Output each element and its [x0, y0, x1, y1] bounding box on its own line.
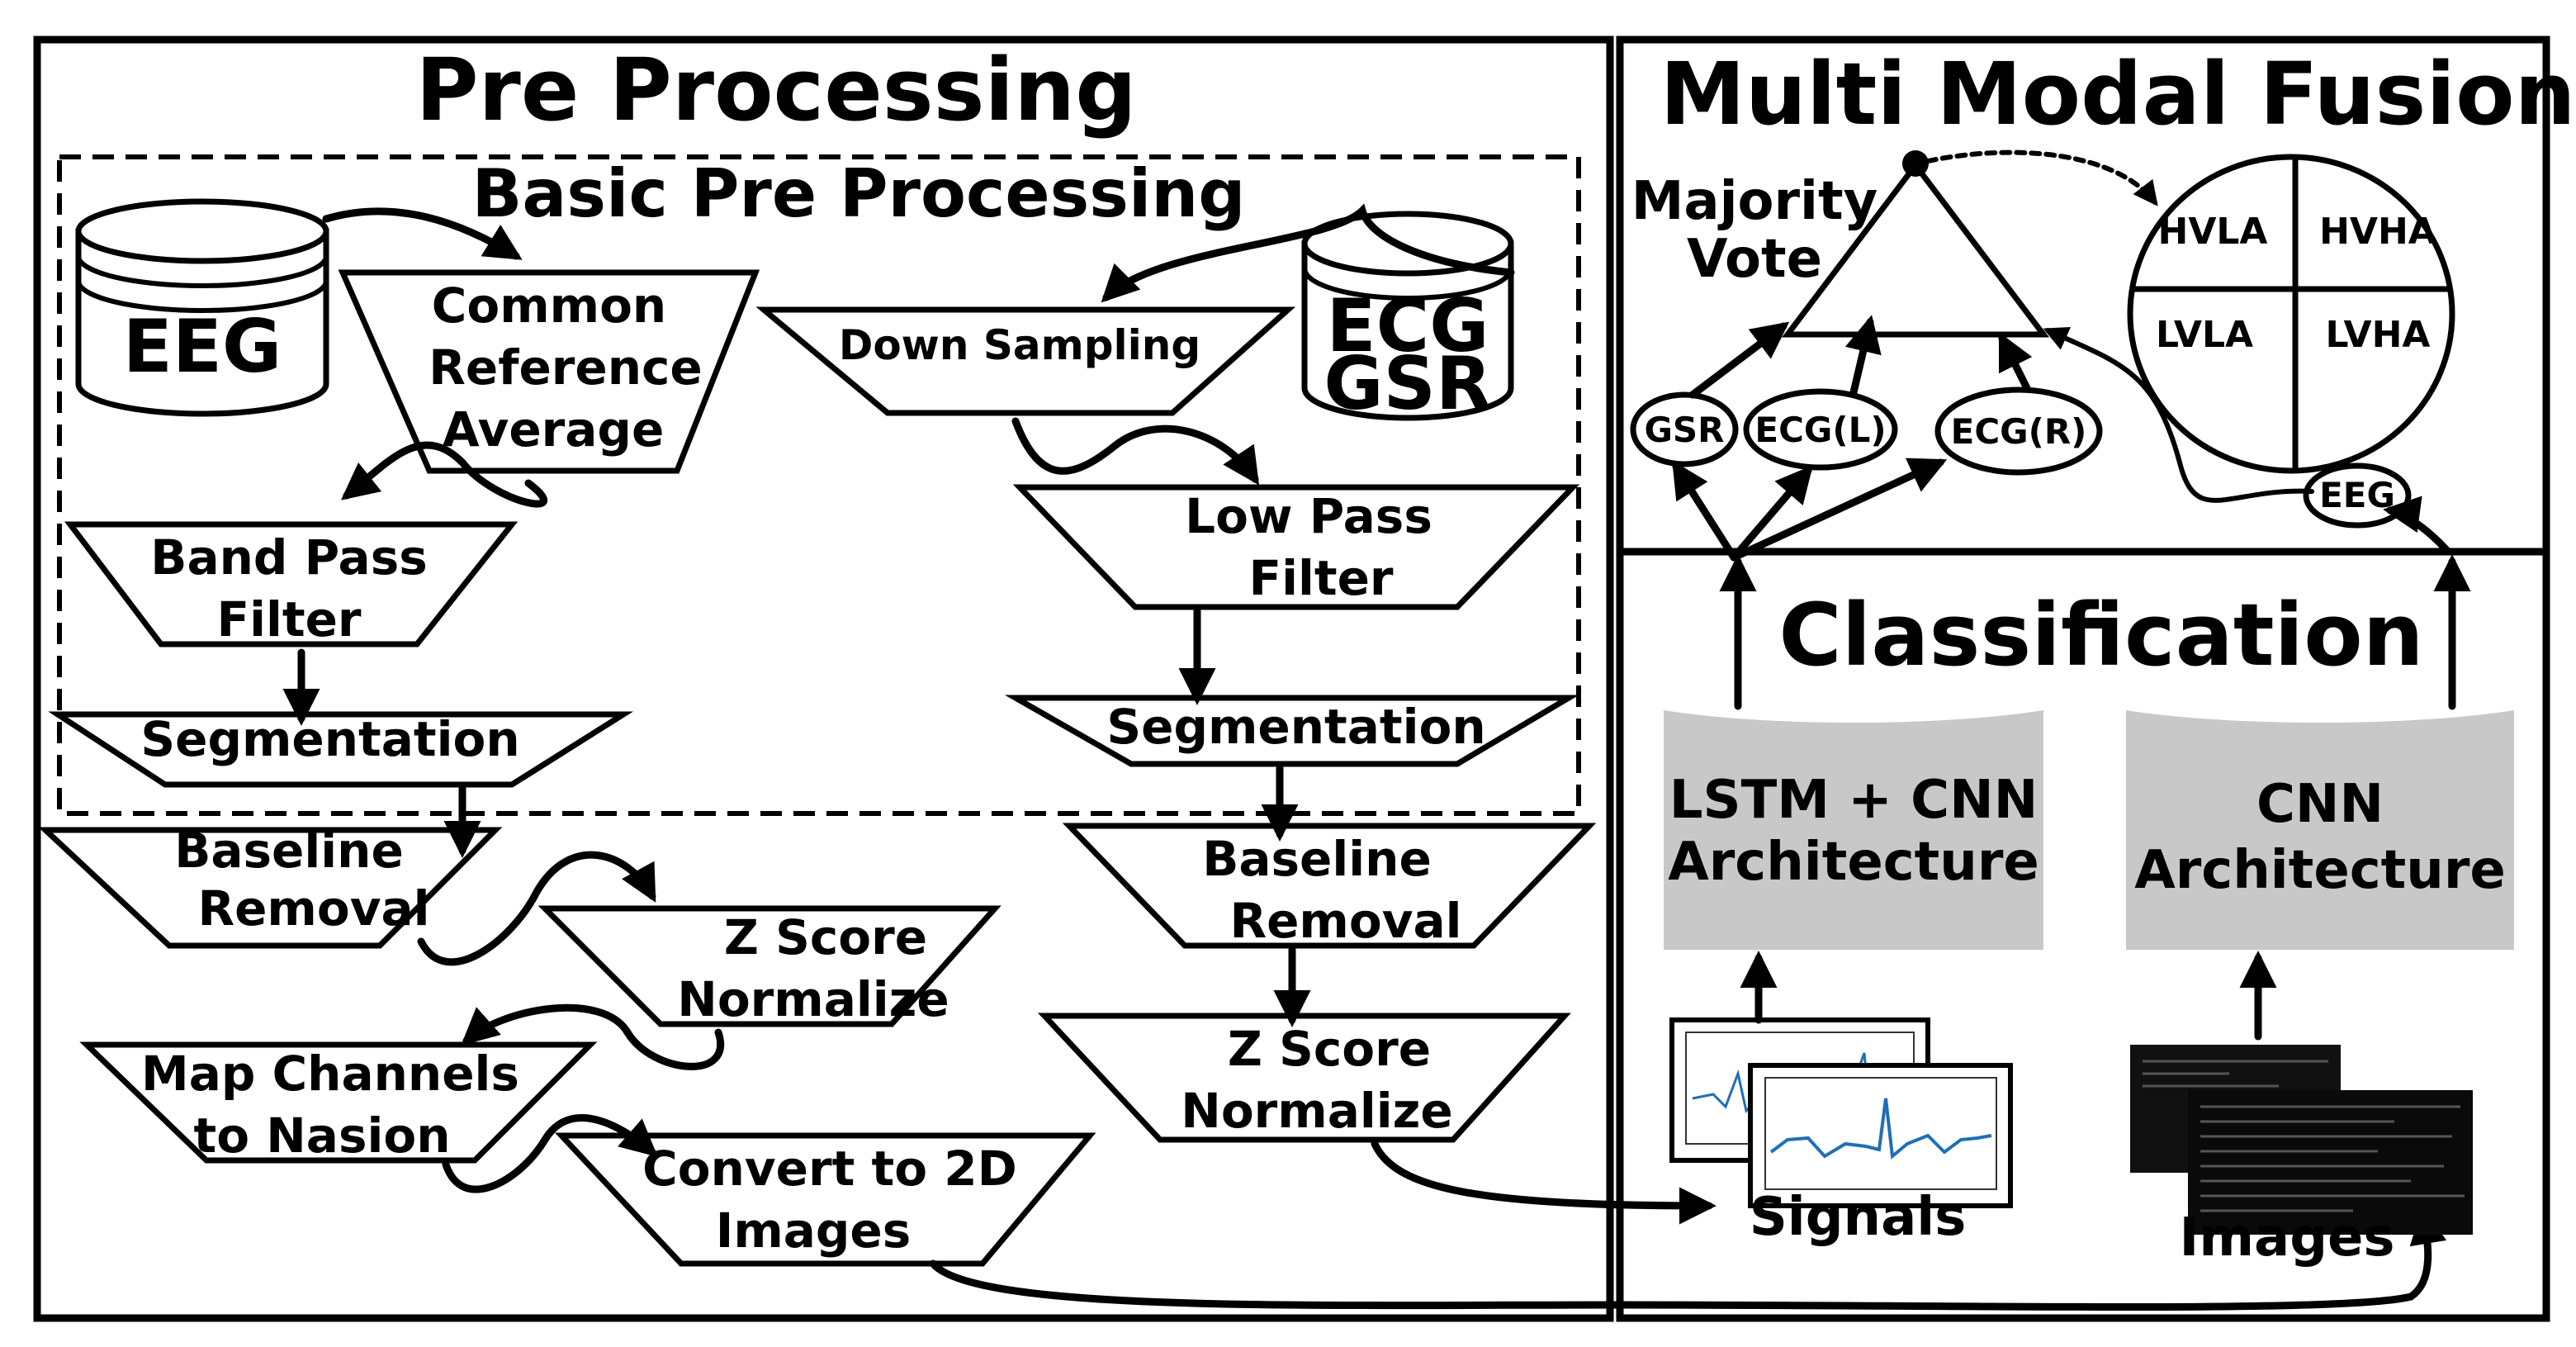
- ecg-right-to-vote-arrow: [1998, 331, 2033, 392]
- convert-to-2d-images-block: Convert to 2D Images: [554, 1132, 1096, 1267]
- eeg-database-label: EEG: [123, 304, 282, 389]
- zscore-to-signals-arrow: [1371, 1140, 1717, 1225]
- node-ecg-left: ECG(L): [1743, 388, 1898, 471]
- ecg-database-label: ECG: [1327, 283, 1489, 368]
- ecg-gsr-database-icon: ECG GSR: [1301, 211, 1514, 426]
- classification-title: Classification: [1778, 585, 2423, 685]
- svg-text:Removal: Removal: [197, 880, 429, 937]
- cnn-architecture-block: CNN Architecture: [2126, 710, 2514, 950]
- eeg-segmentation-block: Segmentation: [48, 711, 634, 788]
- ecg-to-downsampling-arrow: [1101, 203, 1515, 303]
- gsr-database-label: GSR: [1324, 341, 1491, 426]
- eeg-database-icon: EEG: [75, 198, 329, 417]
- svg-text:CNN: CNN: [2256, 774, 2384, 835]
- svg-text:Band Pass: Band Pass: [150, 529, 427, 586]
- svg-text:GSR: GSR: [1644, 410, 1724, 450]
- to-eeg-node-arrow: [2383, 496, 2452, 556]
- svg-text:Filter: Filter: [1248, 550, 1393, 606]
- quadrant-lvha: LVHA: [2326, 314, 2431, 356]
- to-gsr-arrow: [1672, 460, 1738, 562]
- down-sampling-block: Down Sampling: [755, 306, 1296, 416]
- svg-text:Z Score: Z Score: [724, 909, 927, 965]
- baseline-to-zscore-arrow: [417, 851, 656, 966]
- lstm-cnn-architecture-block: LSTM + CNN Architecture: [1664, 710, 2043, 950]
- ecg-left-to-vote-arrow: [1844, 315, 1882, 396]
- svg-text:Map Channels: Map Channels: [141, 1046, 519, 1102]
- svg-text:Down Sampling: Down Sampling: [839, 321, 1200, 369]
- majority-vote-label-line1: Majority: [1631, 171, 1878, 232]
- classification-panel: [1616, 548, 2550, 1322]
- downsampling-to-lpf-arrow: [1011, 417, 1259, 486]
- to-ecg-right-arrow: [1730, 458, 1948, 562]
- svg-text:Normalize: Normalize: [677, 971, 949, 1027]
- images-thumbnail: [2130, 1045, 2473, 1235]
- svg-text:Architecture: Architecture: [1668, 832, 2039, 893]
- pre-processing-title: Pre Processing: [415, 40, 1136, 140]
- svg-text:Normalize: Normalize: [1181, 1083, 1452, 1139]
- physio-z-score-normalize-block: Z Score Normalize: [1037, 1013, 1571, 1143]
- node-ecg-right: ECG(R): [1934, 387, 2103, 476]
- eeg-z-score-normalize-block: Z Score Normalize: [537, 905, 1002, 1027]
- svg-text:Segmentation: Segmentation: [140, 711, 519, 767]
- majority-vote-triangle: [1781, 160, 2050, 338]
- multi-modal-fusion-title: Multi Modal Fusion: [1660, 44, 2575, 145]
- svg-text:Baseline: Baseline: [1202, 831, 1432, 887]
- gsr-to-vote-arrow: [1688, 321, 1790, 399]
- signals-thumbnail: [1669, 1017, 2013, 1208]
- quadrant-hvla: HVLA: [2158, 211, 2268, 253]
- node-eeg: EEG: [2303, 462, 2412, 529]
- basic-pre-processing-box: [57, 154, 1581, 816]
- quadrant-hvha: HVHA: [2319, 211, 2436, 253]
- svg-text:Baseline: Baseline: [174, 823, 404, 879]
- to-ecg-left-arrow: [1730, 465, 1813, 562]
- svg-text:Removal: Removal: [1229, 893, 1461, 949]
- svg-text:ECG(R): ECG(R): [1951, 411, 2087, 452]
- eeg-to-car-arrow: [322, 207, 523, 260]
- physio-baseline-removal-block: Baseline Removal: [1062, 823, 1597, 949]
- svg-text:Architecture: Architecture: [2134, 840, 2506, 901]
- vote-to-emotion-arrow: [1925, 149, 2158, 206]
- car-to-bpf-arrow: [340, 441, 547, 508]
- svg-text:Images: Images: [716, 1202, 912, 1259]
- images-label: Images: [2180, 1207, 2395, 1269]
- basic-pre-processing-title: Basic Pre Processing: [471, 155, 1245, 232]
- zscore-to-map-arrow: [461, 1003, 724, 1070]
- svg-text:Reference: Reference: [429, 339, 703, 396]
- svg-text:Z Score: Z Score: [1228, 1021, 1431, 1077]
- svg-text:Low Pass: Low Pass: [1185, 488, 1432, 544]
- low-pass-filter-block: Low Pass Filter: [1012, 484, 1580, 610]
- svg-text:Segmentation: Segmentation: [1106, 699, 1485, 755]
- eeg-baseline-removal-block: Baseline Removal: [38, 823, 503, 949]
- map-to-convert-arrow: [442, 1114, 658, 1193]
- pre-processing-panel: [33, 36, 1614, 1322]
- map-channels-to-nasion-block: Map Channels to Nasion: [79, 1041, 598, 1164]
- svg-text:EEG: EEG: [2319, 475, 2395, 515]
- node-gsr: GSR: [1630, 391, 1739, 467]
- vote-output-dot: [1902, 150, 1929, 177]
- convert-to-images-arrow: [929, 1207, 2447, 1311]
- signals-label: Signals: [1750, 1187, 1967, 1248]
- eeg-to-vote-arrow: [2043, 327, 2314, 503]
- band-pass-filter-block: Band Pass Filter: [64, 521, 519, 647]
- svg-text:Average: Average: [443, 401, 665, 458]
- svg-text:Convert to 2D: Convert to 2D: [642, 1141, 1017, 1197]
- svg-text:Filter: Filter: [216, 591, 361, 647]
- common-reference-average-block: Common Reference Average: [338, 269, 760, 474]
- majority-vote-label-line2: Vote: [1687, 229, 1822, 290]
- physio-segmentation-block: Segmentation: [1004, 695, 1579, 767]
- quadrant-lvla: LVLA: [2156, 314, 2253, 356]
- svg-text:Common: Common: [432, 277, 666, 334]
- svg-text:ECG(L): ECG(L): [1754, 410, 1886, 450]
- svg-text:to Nasion: to Nasion: [194, 1107, 451, 1164]
- emotion-quadrant-chart: HVLA HVHA LVLA LVHA: [2127, 154, 2455, 474]
- svg-text:LSTM + CNN: LSTM + CNN: [1669, 770, 2039, 831]
